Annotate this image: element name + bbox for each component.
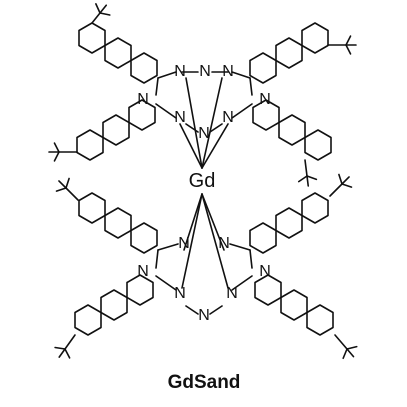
- nitrogen-atom-label: N: [259, 263, 271, 280]
- macrocycle-bond: [209, 123, 223, 133]
- tert-butyl-group: [345, 44, 352, 55]
- macrocycle-bond: [231, 103, 253, 119]
- macrocycle-bond: [229, 243, 251, 251]
- upper-right-top-fused-ring: [275, 37, 303, 69]
- upper-left-bottom-fused-ring: [102, 114, 130, 146]
- macrocycle-bond: [155, 77, 159, 96]
- nitrogen-atom-label: N: [137, 263, 149, 280]
- gd-coordination-bond: [201, 193, 229, 289]
- macrocycle-bond: [155, 103, 177, 119]
- macrocycle-bond: [209, 305, 223, 315]
- tert-butyl-group: [341, 176, 350, 185]
- tert-butyl-group: [64, 334, 76, 350]
- lower-right-top-fused-ring: [275, 207, 303, 239]
- nitrogen-atom-label: N: [222, 63, 234, 80]
- tert-butyl-group: [346, 348, 355, 358]
- upper-left-top-pyrrole-fused-ring: [130, 52, 158, 84]
- nitrogen-atom-label: N: [174, 285, 186, 302]
- tert-butyl-group: [91, 12, 101, 24]
- tert-butyl-group: [58, 180, 67, 189]
- nitrogen-atom-label: N: [198, 125, 210, 142]
- nitrogen-atom-label: N: [178, 235, 190, 252]
- upper-left-top-fused-ring: [104, 37, 132, 69]
- lower-left-top-pyrrole-fused-ring: [130, 222, 158, 254]
- upper-left-bottom-pyrrole-fused-ring: [128, 99, 156, 131]
- tert-butyl-group: [58, 348, 66, 358]
- tert-butyl-group: [297, 175, 308, 183]
- nitrogen-atom-label: N: [174, 109, 186, 126]
- lower-right-bottom-benzene-ring: [306, 304, 334, 336]
- tert-butyl-group: [95, 3, 101, 14]
- nitrogen-atom-label: N: [137, 91, 149, 108]
- tert-butyl-group: [53, 151, 60, 162]
- tert-butyl-group: [306, 175, 318, 181]
- lower-left-top-benzene-ring: [78, 192, 106, 224]
- upper-left-bottom-benzene-ring: [76, 129, 104, 161]
- upper-right-top-benzene-ring: [301, 22, 329, 54]
- macrocycle-bond: [185, 305, 199, 315]
- tert-butyl-group: [334, 334, 348, 350]
- nitrogen-atom-label: N: [199, 63, 211, 80]
- gd-coordination-bond: [201, 77, 223, 169]
- lower-left-bottom-benzene-ring: [74, 304, 102, 336]
- tert-butyl-group: [55, 187, 67, 192]
- upper-right-bottom-pyrrole-fused-ring: [252, 99, 280, 131]
- macrocycle-bond: [185, 123, 199, 133]
- tert-butyl-group: [306, 175, 310, 187]
- macrocycle-bond: [249, 77, 253, 96]
- macrocycle-bond: [157, 71, 177, 79]
- upper-right-bottom-fused-ring: [278, 114, 306, 146]
- nitrogen-atom-label: N: [222, 109, 234, 126]
- lower-left-top-fused-ring: [104, 207, 132, 239]
- nitrogen-atom-label: N: [226, 285, 238, 302]
- gd-coordination-bond: [181, 193, 203, 289]
- tert-butyl-group: [99, 12, 111, 16]
- upper-right-bottom-benzene-ring: [304, 129, 332, 161]
- tert-butyl-group: [346, 345, 358, 350]
- tert-butyl-group: [65, 187, 79, 201]
- tert-butyl-group: [345, 35, 352, 46]
- tert-butyl-group: [99, 4, 108, 14]
- nitrogen-atom-label: N: [174, 63, 186, 80]
- tert-butyl-group: [54, 346, 66, 350]
- tert-butyl-group: [329, 183, 343, 197]
- upper-right-top-pyrrole-fused-ring: [249, 52, 277, 84]
- gd-coordination-bond: [179, 123, 203, 169]
- macrocycle-bond: [249, 249, 253, 269]
- tert-butyl-group: [53, 142, 60, 153]
- nitrogen-atom-label: N: [218, 235, 230, 252]
- tert-butyl-group: [64, 348, 71, 359]
- upper-left-top-benzene-ring: [78, 22, 106, 54]
- macrocycle-bond: [157, 243, 179, 251]
- tert-butyl-group: [341, 183, 353, 188]
- macrocycle-bond: [231, 275, 253, 291]
- gd-coordination-bond: [183, 193, 203, 251]
- lower-left-bottom-pyrrole-fused-ring: [126, 274, 154, 306]
- lower-right-top-pyrrole-fused-ring: [249, 222, 277, 254]
- gd-coordination-bond: [185, 77, 203, 169]
- gd-coordination-bond: [201, 193, 225, 251]
- lower-right-top-benzene-ring: [301, 192, 329, 224]
- macrocycle-bond: [155, 275, 177, 291]
- gd-coordination-bond: [201, 123, 229, 169]
- lower-left-bottom-fused-ring: [100, 289, 128, 321]
- gadolinium-atom-label: Gd: [189, 170, 216, 192]
- tert-butyl-group: [304, 159, 308, 177]
- nitrogen-atom-label: N: [259, 91, 271, 108]
- macrocycle-bond: [231, 71, 251, 79]
- macrocycle-bond: [155, 249, 159, 269]
- lower-right-bottom-fused-ring: [280, 289, 308, 321]
- nitrogen-atom-label: N: [198, 307, 210, 324]
- tert-butyl-group: [65, 177, 70, 189]
- compound-name-caption: GdSand: [168, 372, 241, 393]
- tert-butyl-group: [338, 173, 343, 185]
- tert-butyl-group: [342, 348, 348, 360]
- bond-lines: [48, 3, 358, 360]
- lower-right-bottom-pyrrole-fused-ring: [254, 274, 282, 306]
